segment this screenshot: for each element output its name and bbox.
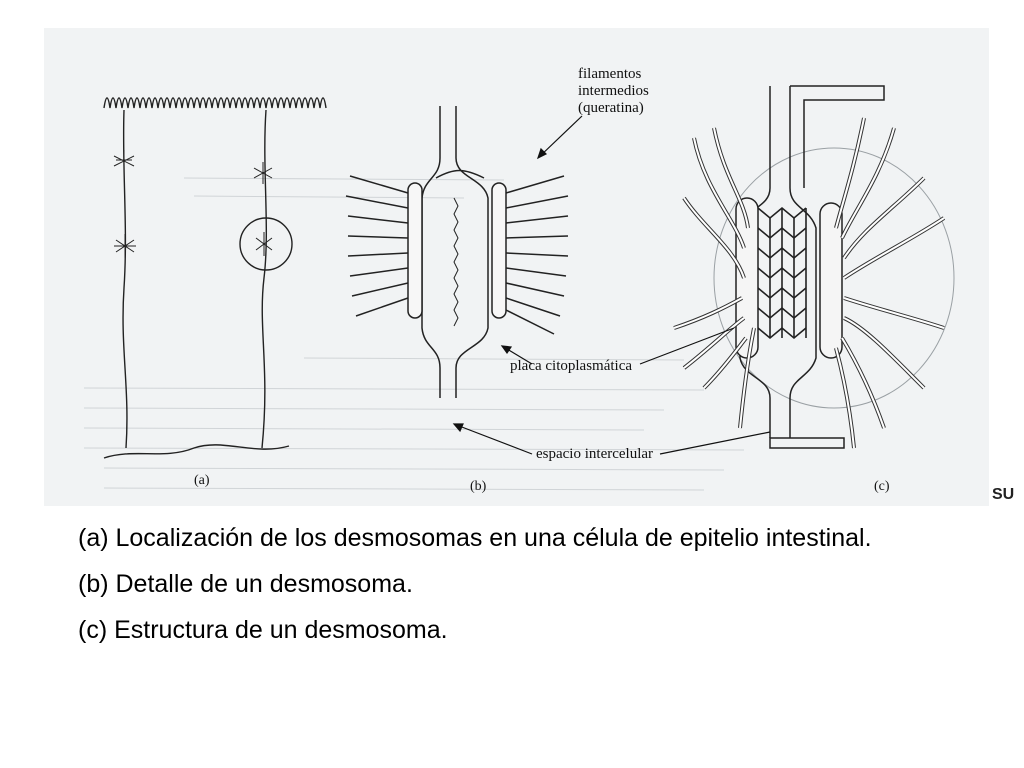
desmosome-diagram: (a) (b) — [44, 28, 989, 506]
label-filamentos-line1: filamentos — [578, 66, 641, 82]
label-filamentos-line2: intermedios — [578, 83, 649, 99]
caption-line-b: (b) Detalle de un desmosoma. — [78, 570, 413, 598]
panel-a-label: (a) — [194, 473, 210, 488]
caption-line-c: (c) Estructura de un desmosoma. — [78, 616, 448, 644]
panel-a-drawing — [103, 97, 327, 459]
diagram-svg: (a) (b) — [83, 66, 955, 494]
panel-b-drawing — [345, 106, 569, 398]
label-filamentos-line3: (queratina) — [578, 100, 644, 116]
caption-line-a: (a) Localización de los desmosomas en un… — [78, 524, 872, 552]
edge-text: SU — [992, 486, 1015, 503]
panel-c-label: (c) — [874, 479, 890, 494]
label-espacio-intercelular: espacio intercelular — [536, 446, 653, 462]
label-placa-citoplasmatica: placa citoplasmática — [510, 358, 632, 374]
annotation-pointers — [452, 115, 771, 455]
panel-c-drawing — [673, 85, 955, 449]
figure-caption: (a) Localización de los desmosomas en un… — [78, 522, 958, 660]
panel-b-label: (b) — [470, 479, 487, 494]
